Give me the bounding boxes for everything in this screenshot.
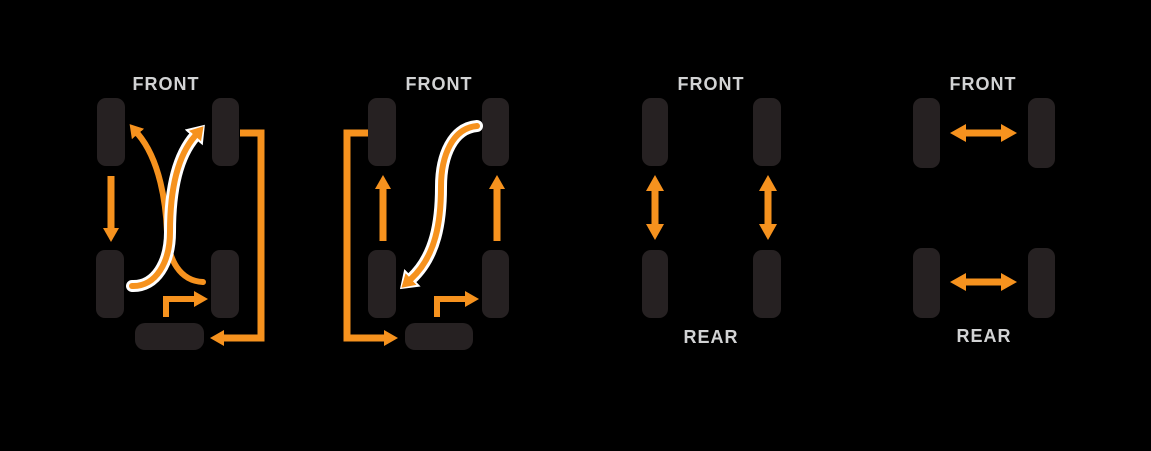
arrow-front-right-to-rear-left-cross-outline (399, 120, 483, 290)
tire-front-right (482, 98, 509, 166)
panel-side-to-side: FRONT REAR (913, 74, 1055, 346)
tire-front-left (913, 98, 940, 168)
panel-five-tire-forward-cross: FRONT (343, 74, 509, 350)
front-label: FRONT (406, 74, 473, 94)
arrow-front-left-to-spare (343, 129, 398, 346)
front-label: FRONT (950, 74, 1017, 94)
tire-rear-left (913, 248, 940, 318)
arrow-spare-to-rear-right (434, 291, 479, 317)
panel-five-tire-rearward-cross: FRONT (96, 74, 265, 350)
tire-front-left (97, 98, 125, 166)
arrow-front-right-to-rear-left-cross (401, 123, 480, 288)
tire-rear-left (642, 250, 668, 318)
arrow-spare-to-rear-right (163, 291, 208, 317)
tire-rear-left (96, 250, 124, 318)
tire-front-right (212, 98, 239, 166)
tire-rear-right (753, 250, 781, 318)
rear-label: REAR (956, 326, 1011, 346)
tire-rear-right (211, 250, 239, 318)
arrow-front-right-to-spare (210, 129, 265, 346)
tire-front-right (753, 98, 781, 166)
tire-front-left (368, 98, 396, 166)
tire-rear-right (1028, 248, 1055, 318)
tire-spare (135, 323, 204, 350)
tire-rear-right (482, 250, 509, 318)
tire-rear-left (368, 250, 396, 318)
rear-label: REAR (683, 327, 738, 347)
tire-front-left (642, 98, 668, 166)
front-label: FRONT (678, 74, 745, 94)
tire-spare (405, 323, 473, 350)
front-label: FRONT (133, 74, 200, 94)
panel-front-to-rear: FRONT REAR (642, 74, 781, 347)
tire-front-right (1028, 98, 1055, 168)
arrow-rear-left-to-front-right-cross (129, 126, 204, 290)
